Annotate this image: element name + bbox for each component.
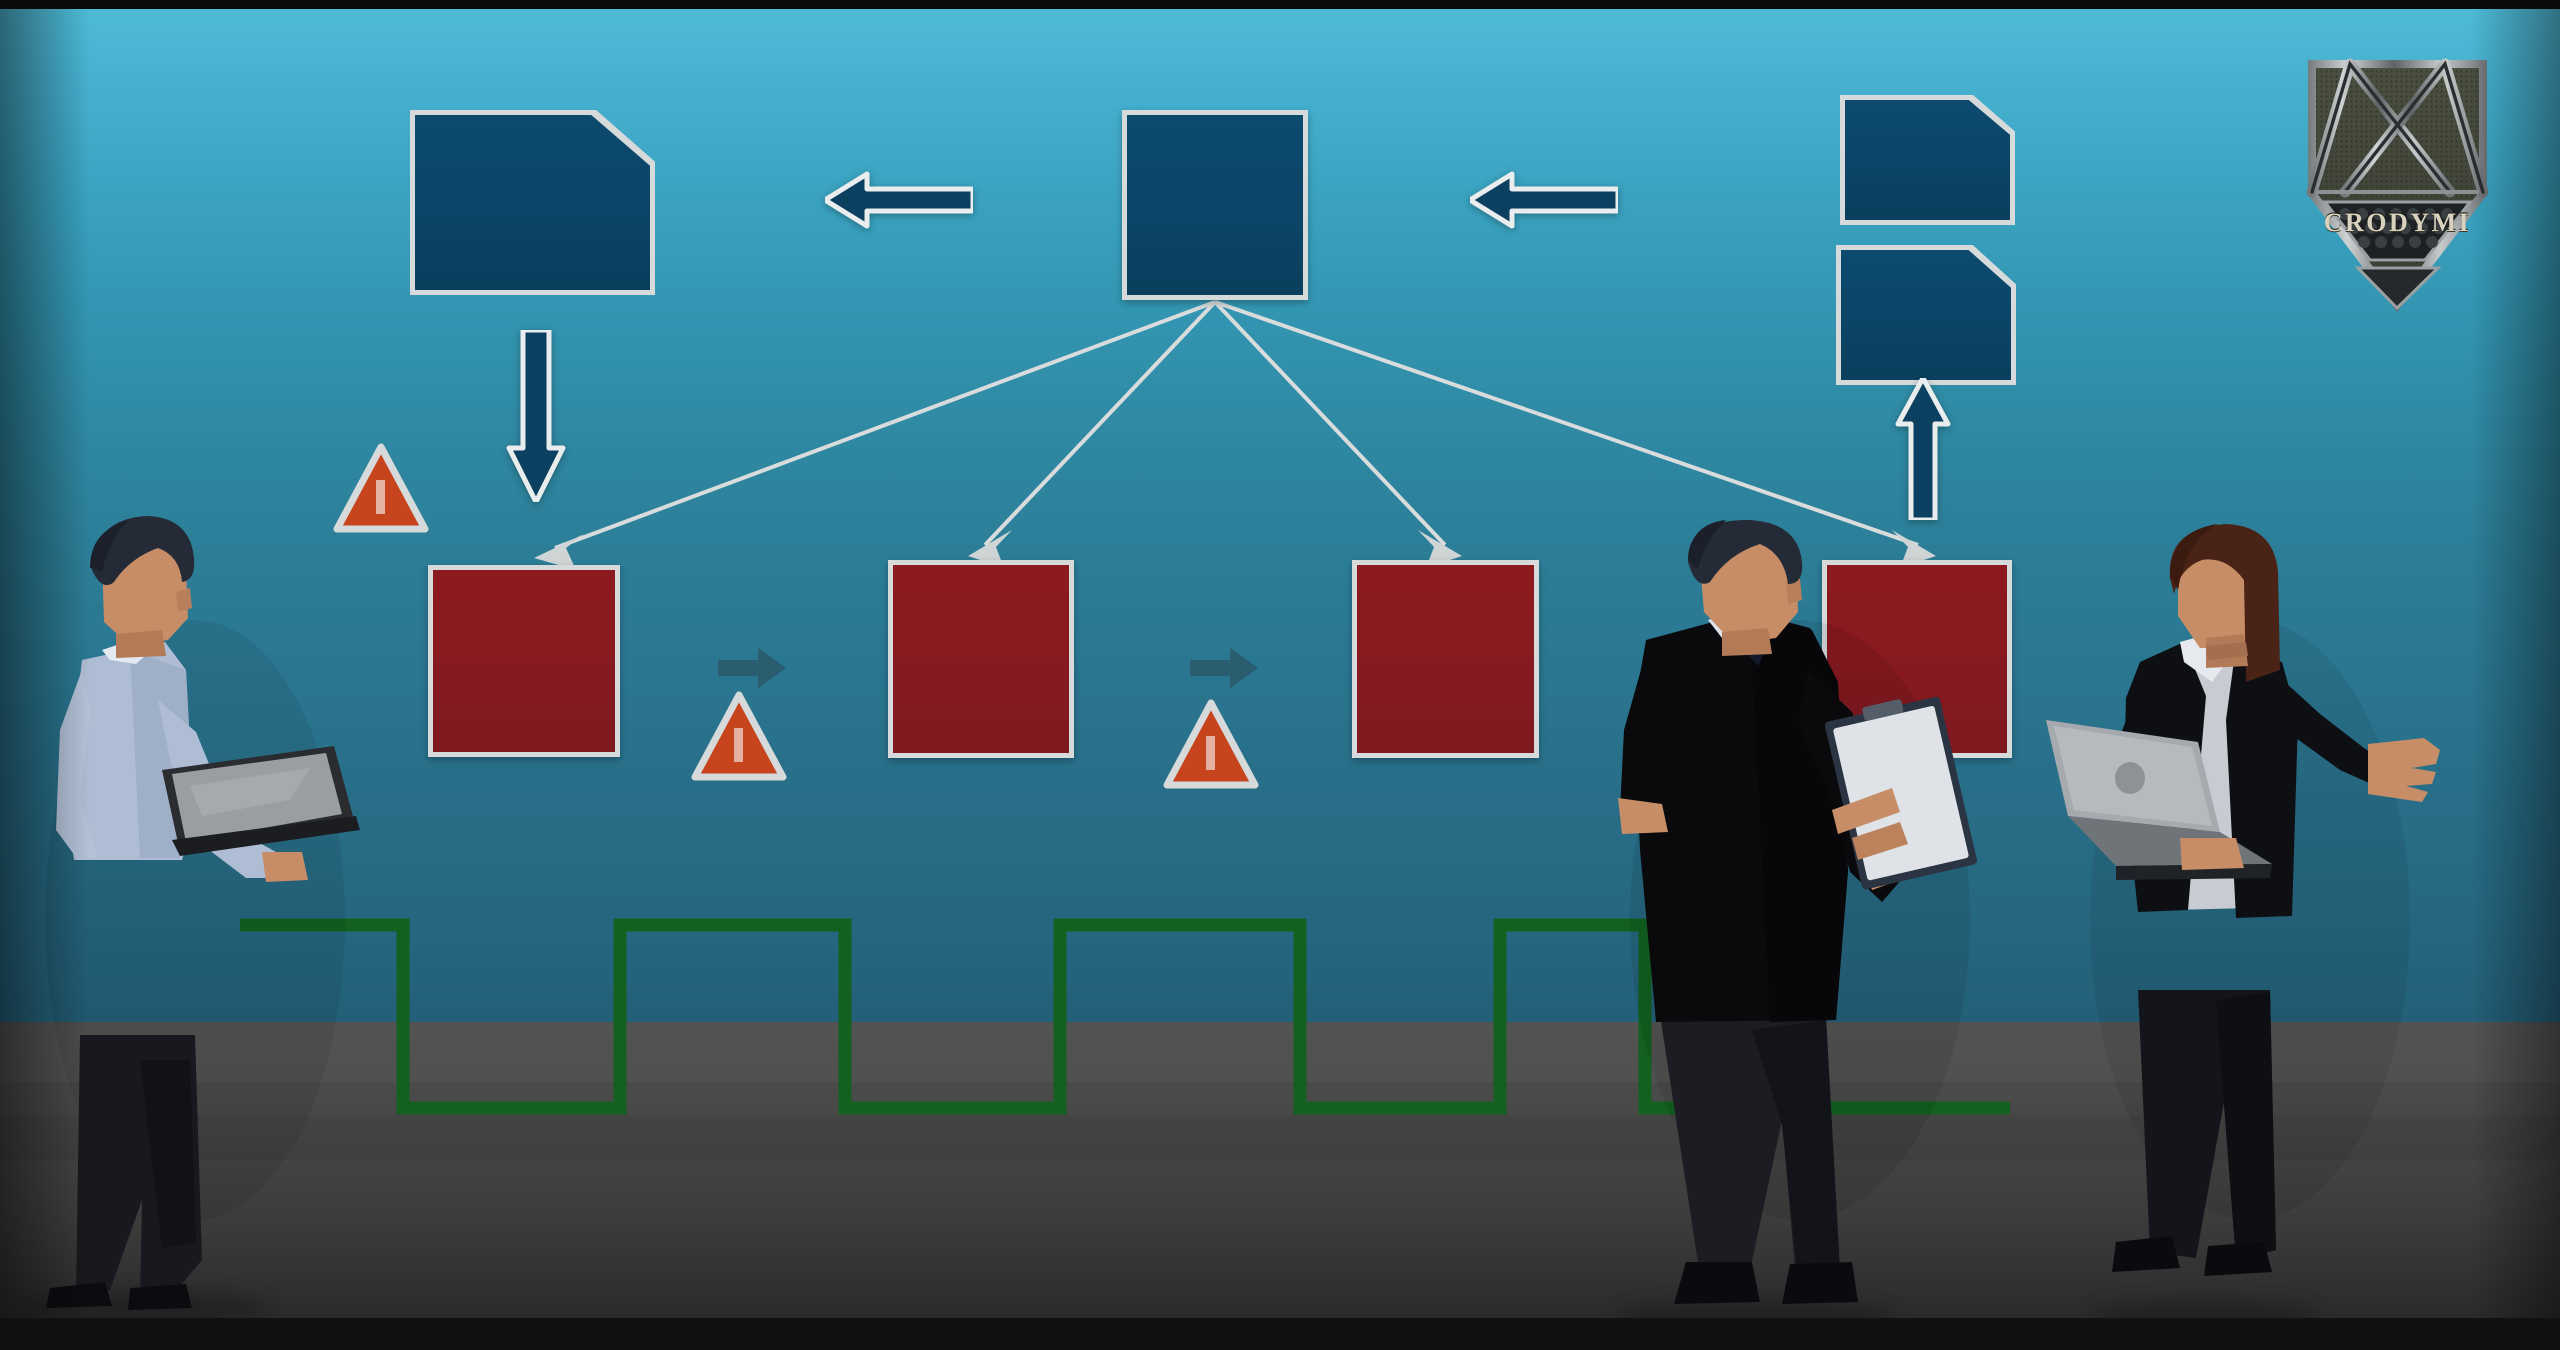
block-arrow-down-to-risk1 bbox=[505, 330, 567, 502]
risk-node-3[interactable] bbox=[1352, 560, 1539, 758]
block-arrow-left-from-docs bbox=[1470, 168, 1618, 232]
warning-triangle-icon-2[interactable] bbox=[690, 690, 788, 782]
flow-arrow-risk1-to-risk2 bbox=[718, 648, 786, 688]
block-arrow-left-upper bbox=[825, 168, 973, 232]
document-node-right-bottom-body bbox=[1841, 250, 2011, 380]
document-node-left-body bbox=[415, 115, 650, 290]
hub-process-node[interactable] bbox=[1122, 110, 1308, 300]
flow-arrow-risk2-to-risk3 bbox=[1190, 648, 1258, 688]
person-manager-center bbox=[1600, 520, 2030, 1330]
risk-node-2[interactable] bbox=[888, 560, 1074, 758]
document-node-right-top[interactable] bbox=[1840, 95, 2015, 225]
person-analyst-left bbox=[0, 500, 410, 1330]
brand-logo-badge: CRODYMI bbox=[2290, 40, 2505, 315]
ground-band-lower bbox=[0, 1115, 2560, 1160]
warning-triangle-icon-3[interactable] bbox=[1162, 698, 1260, 790]
brand-logo-wordmark: CRODYMI bbox=[2323, 208, 2472, 237]
document-node-left[interactable] bbox=[410, 110, 655, 295]
top-letterbox bbox=[0, 0, 2560, 9]
person-presenter-right bbox=[2020, 520, 2480, 1330]
bottom-letterbox bbox=[0, 1318, 2560, 1350]
warning-triangle-icon-1[interactable] bbox=[332, 442, 430, 534]
block-arrow-up-to-doc-right bbox=[1895, 378, 1951, 520]
document-node-right-top-body bbox=[1845, 100, 2010, 220]
document-node-right-bottom[interactable] bbox=[1836, 245, 2016, 385]
risk-node-1[interactable] bbox=[428, 565, 620, 757]
